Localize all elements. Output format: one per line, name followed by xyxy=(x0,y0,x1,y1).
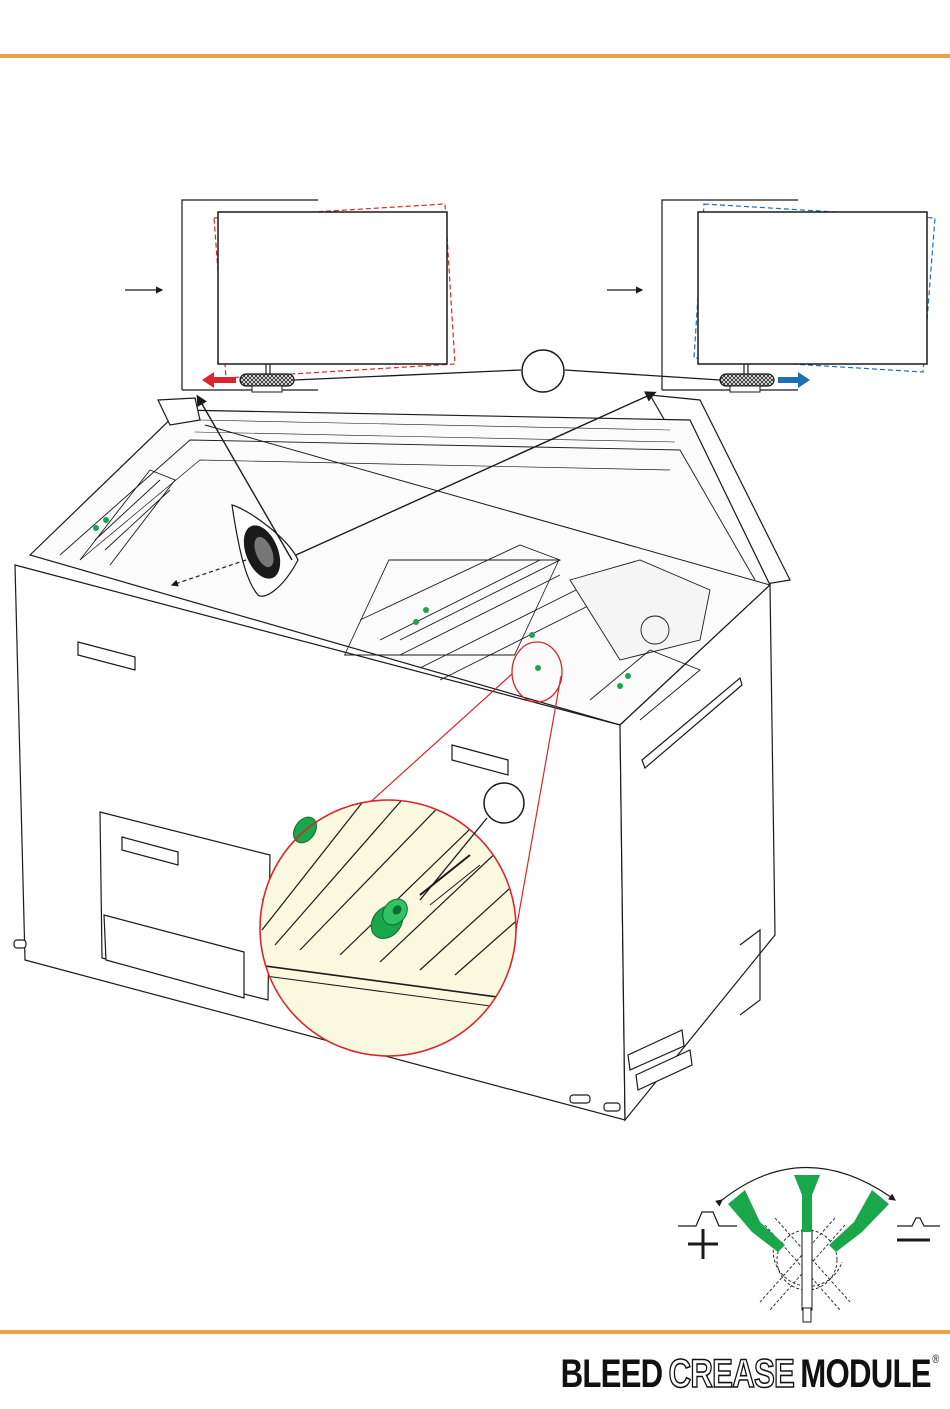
left-skew-panel xyxy=(125,200,455,392)
right-skew-panel xyxy=(607,200,935,392)
sheet-left xyxy=(218,212,447,364)
arrow-right-icon xyxy=(778,372,810,388)
knurled-knob-icon xyxy=(720,374,774,386)
knob-rotation-diagram xyxy=(678,1168,940,1323)
bottom-accent-rule xyxy=(0,1330,950,1334)
arrow-left-icon xyxy=(202,372,236,388)
plus-icon xyxy=(688,1229,718,1259)
logo-word-crease: CREASE xyxy=(668,1352,793,1397)
logo-word-bleed: BLEED xyxy=(560,1352,662,1397)
sheet-right xyxy=(698,212,927,364)
logo-word-module: MODULE xyxy=(800,1352,931,1397)
bleed-crease-module-logo: BLEED CREASE MODULE ® xyxy=(560,1352,938,1396)
knurled-knob-icon xyxy=(240,374,294,386)
registered-mark: ® xyxy=(932,1352,938,1366)
